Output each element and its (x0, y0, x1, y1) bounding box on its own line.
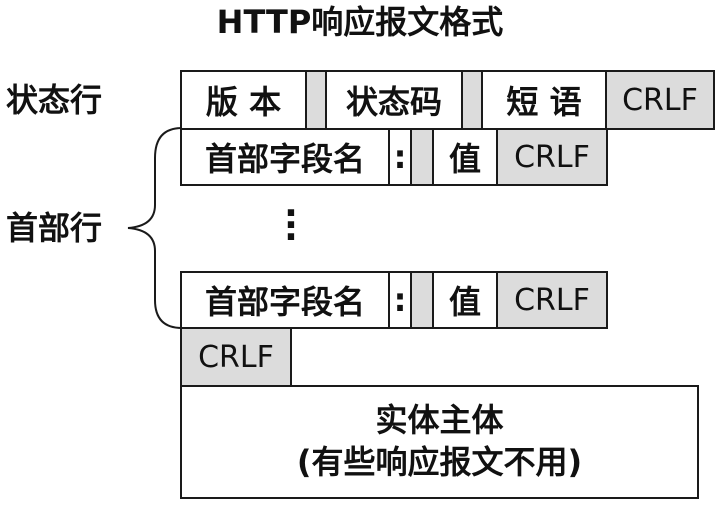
blank-line-crlf-cell: CRLF (180, 327, 292, 387)
field-name-cell: 首部字段名 (180, 128, 390, 186)
entity-body-box (180, 385, 699, 499)
colon-cell: : (388, 128, 412, 186)
status-line-label: 状态行 (6, 81, 103, 119)
entity-body-note: (有些响应报文不用) (296, 443, 583, 481)
space-cell (461, 70, 483, 130)
space-cell (410, 128, 434, 186)
status-code-cell: 状态码 (325, 70, 463, 130)
value-cell: 值 (432, 128, 498, 186)
field-name-cell: 首部字段名 (180, 271, 390, 329)
version-cell: 版 本 (180, 70, 307, 130)
value-cell: 值 (432, 271, 498, 329)
crlf-cell: CRLF (605, 70, 715, 130)
space-cell (305, 70, 327, 130)
header-line-label: 首部行 (6, 209, 103, 247)
space-cell (410, 271, 434, 329)
phrase-cell: 短 语 (481, 70, 607, 130)
more-headers-ellipsis: · · · (284, 193, 298, 258)
entity-body-title: 实体主体 (375, 401, 504, 439)
crlf-cell: CRLF (496, 128, 608, 186)
diagram-title: HTTP响应报文格式 (216, 3, 504, 41)
colon-cell: : (388, 271, 412, 329)
crlf-cell: CRLF (496, 271, 608, 329)
